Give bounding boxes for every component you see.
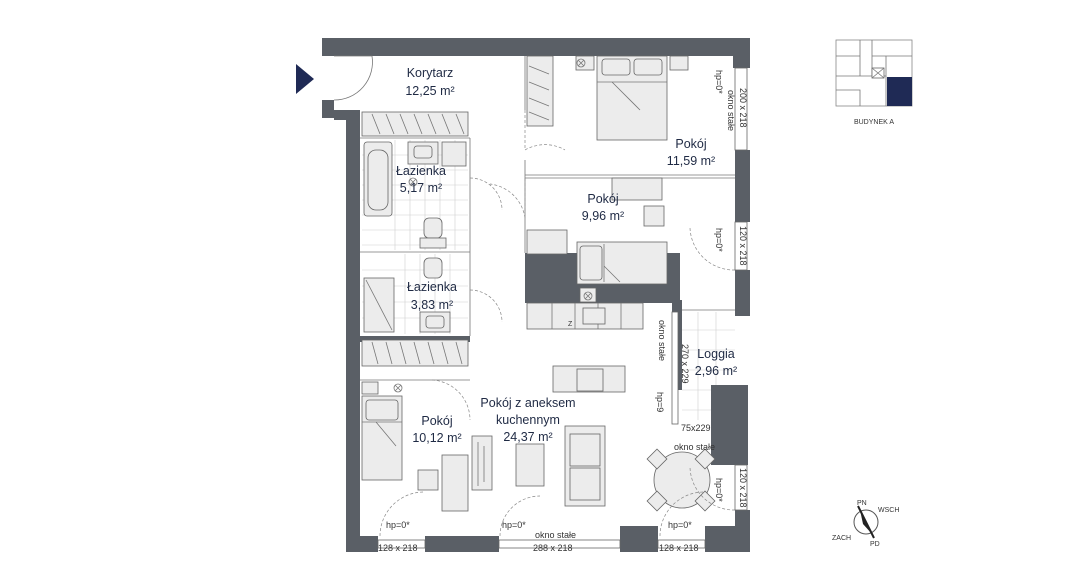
b2-type: okno stałe — [535, 530, 576, 540]
kitchen: Z — [526, 302, 644, 393]
entry-door[interactable] — [333, 55, 373, 101]
wardrobes — [361, 55, 568, 367]
key-plan-label: BUDYNEK A — [854, 119, 894, 126]
w1-size: 200 x 218 — [738, 88, 748, 128]
b3-hp: hp=0* — [668, 520, 692, 530]
bottom-left-room-furniture — [361, 381, 493, 512]
w1-hp: hp=0* — [714, 70, 724, 94]
room-name-salon-2: kuchennym — [496, 413, 560, 427]
w3-size: 270 x 229 — [680, 344, 690, 384]
compass-n: PN — [857, 500, 867, 507]
room-area-lazienka-1: 5,17 m² — [400, 181, 442, 195]
room-area-pokoj-1: 11,59 m² — [667, 154, 715, 168]
compass: PN WSCH PD ZACH — [832, 500, 899, 548]
living-furniture — [515, 425, 716, 512]
w5-hp: hp=0* — [714, 478, 724, 502]
room-name-lazienka-2: Łazienka — [407, 280, 457, 294]
room-name-pokoj-2: Pokój — [587, 192, 618, 206]
bathroom-fixtures — [363, 141, 467, 333]
fridge-mark: Z — [568, 321, 573, 328]
vent-marks — [393, 58, 593, 393]
w2-hp: hp=0* — [714, 228, 724, 252]
b1-hp: hp=0* — [386, 520, 410, 530]
bathroom-tiles — [362, 140, 468, 334]
w2-size: 120 x 218 — [738, 226, 748, 266]
room-area-pokoj-3: 10,12 m² — [412, 431, 461, 445]
room-name-pokoj-1: Pokój — [675, 137, 706, 151]
compass-e: WSCH — [878, 507, 899, 514]
room-area-lazienka-2: 3,83 m² — [411, 298, 453, 312]
key-plan-highlight — [887, 77, 912, 106]
room-name-salon-1: Pokój z aneksem — [480, 396, 575, 410]
w1-type: okno stałe — [726, 90, 736, 131]
room-name-loggia: Loggia — [697, 347, 735, 361]
doors — [379, 110, 736, 537]
b2-hp: hp=0* — [502, 520, 526, 530]
bed-top-room — [575, 55, 689, 141]
room-name-lazienka-1: Łazienka — [396, 164, 446, 178]
room-name-korytarz: Korytarz — [407, 66, 454, 80]
compass-s: PD — [870, 541, 880, 548]
w5-size: 120 x 218 — [738, 468, 748, 508]
b2-size: 288 x 218 — [533, 543, 573, 553]
b3-size: 128 x 218 — [659, 543, 699, 553]
room-area-korytarz: 12,25 m² — [405, 84, 454, 98]
entrance-arrow-icon — [296, 64, 314, 94]
room-labels: Korytarz 12,25 m² Pokój 11,59 m² Łazienk… — [396, 66, 737, 445]
walls — [322, 38, 750, 552]
room-area-loggia: 2,96 m² — [695, 364, 737, 378]
b1-size: 128 x 218 — [378, 543, 418, 553]
room-area-pokoj-2: 9,96 m² — [582, 209, 624, 223]
compass-w: ZACH — [832, 535, 851, 542]
key-plan: BUDYNEK A — [835, 39, 913, 126]
window-labels: 200 x 218 okno stałe hp=0* 120 x 218 hp=… — [378, 70, 748, 553]
w4-size: 75x229 — [681, 423, 711, 433]
middle-room-furniture — [576, 177, 668, 303]
windows — [377, 67, 748, 549]
w3-hp: hp=9 — [655, 392, 665, 412]
room-name-pokoj-3: Pokój — [421, 414, 452, 428]
w4-type: okno stałe — [674, 442, 715, 452]
loggia-floor — [682, 312, 735, 420]
w3-type: okno stałe — [657, 320, 667, 361]
room-area-salon: 24,37 m² — [503, 430, 552, 444]
